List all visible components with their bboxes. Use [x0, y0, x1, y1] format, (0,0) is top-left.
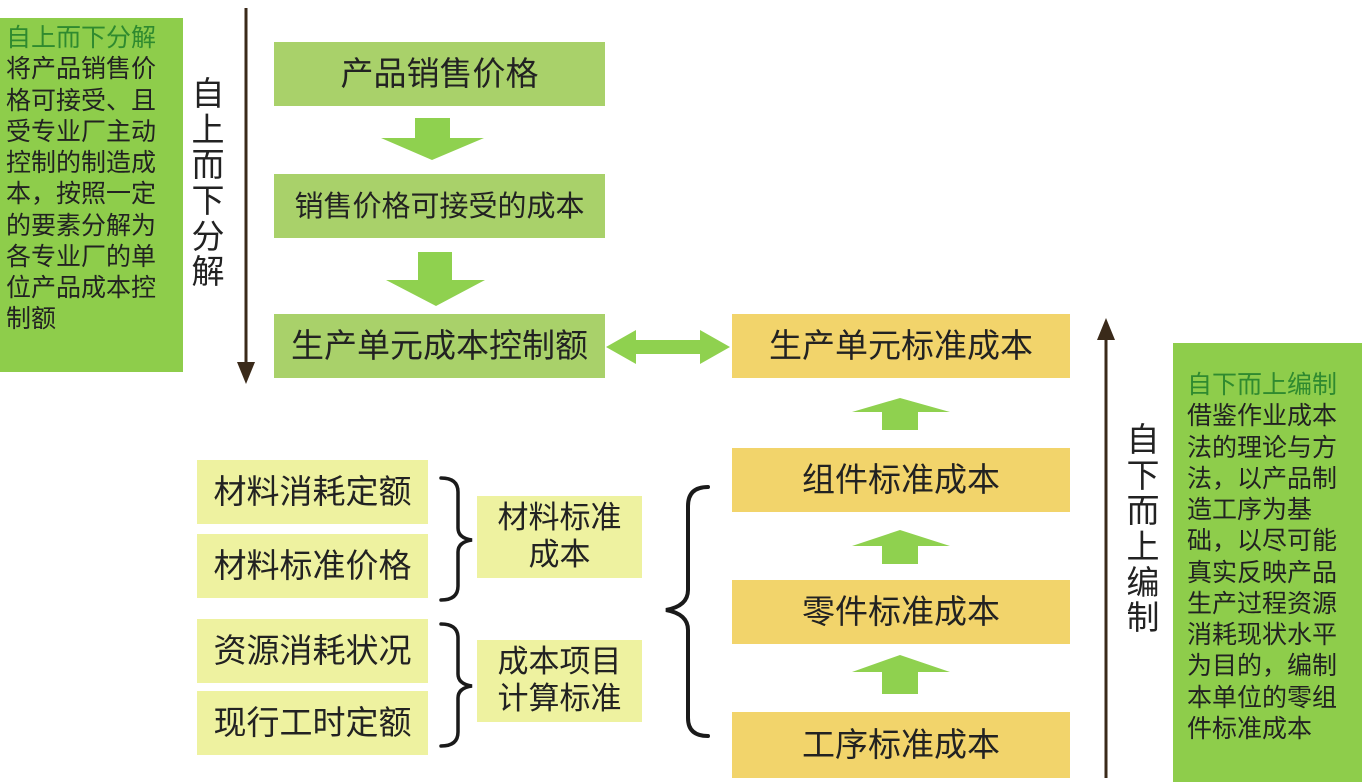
- down-arrow-1: [381, 118, 484, 160]
- up-arrow-2: [852, 530, 950, 564]
- up-arrow-3: [852, 655, 950, 694]
- down-arrow-2: [386, 252, 485, 306]
- top-down-note: 自上而下分解将产品销售价格可接受、且受专业厂主动控制的制造成本，按照一定的要素分…: [0, 18, 183, 372]
- bottom-up-note-heading: 自下而上编制: [1187, 370, 1338, 399]
- unit-standard-cost-box: 生产单元标准成本: [732, 314, 1070, 378]
- process-standard-cost-box: 工序标准成本: [732, 712, 1070, 778]
- top-down-note-body: 将产品销售价格可接受、且受专业厂主动控制的制造成本，按照一定的要素分解为各专业厂…: [6, 54, 157, 334]
- unit-cost-control-box: 生产单元成本控制额: [274, 314, 605, 378]
- cost-item-standard-box: 成本项目计算标准: [477, 640, 642, 722]
- current-labor-quota-box: 现行工时定额: [197, 691, 428, 755]
- bottom-up-note: 自下而上编制借鉴作业成本法的理论与方法，以产品制造工序为基础，以尽可能真实反映产…: [1173, 343, 1362, 782]
- double-arrow: [606, 330, 730, 364]
- product-price-box: 产品销售价格: [274, 42, 605, 106]
- material-standard-cost-box: 材料标准成本: [477, 496, 642, 578]
- material-standard-price-box: 材料标准价格: [197, 534, 428, 598]
- resource-consumption-box: 资源消耗状况: [197, 619, 428, 683]
- brace-material: [439, 476, 473, 602]
- top-down-arrow-label: 自上而下分解: [191, 74, 225, 292]
- acceptable-cost-box: 销售价格可接受的成本: [274, 174, 605, 238]
- top-down-long-arrow: [237, 8, 255, 384]
- bottom-up-long-arrow: [1097, 318, 1115, 778]
- up-arrow-1: [852, 398, 950, 430]
- bottom-up-arrow-label: 自下而上编制: [1126, 420, 1160, 638]
- component-standard-cost-box: 组件标准成本: [732, 448, 1070, 512]
- brace-cost-item: [439, 622, 473, 748]
- bottom-up-note-body: 借鉴作业成本法的理论与方法，以产品制造工序为基础，以尽可能真实反映产品生产过程资…: [1187, 401, 1338, 743]
- top-down-note-heading: 自上而下分解: [6, 23, 157, 52]
- brace-combined: [665, 485, 710, 738]
- part-standard-cost-box: 零件标准成本: [732, 580, 1070, 644]
- material-consumption-quota-box: 材料消耗定额: [197, 460, 428, 524]
